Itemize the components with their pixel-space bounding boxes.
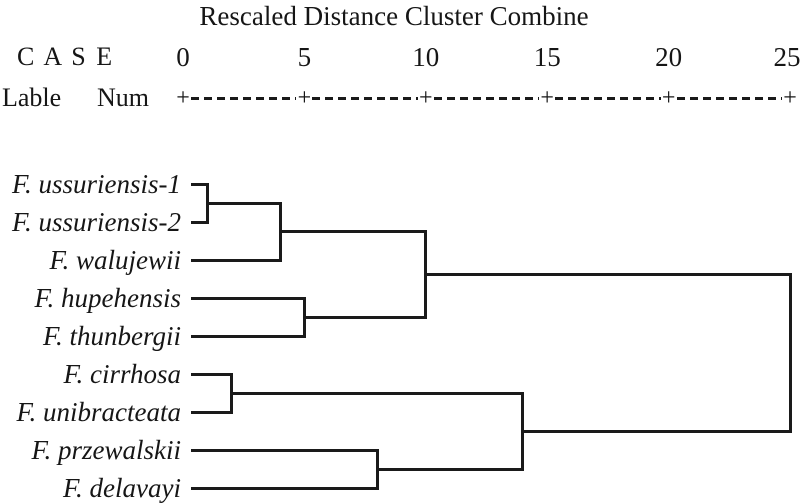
axis-tick-mark: + <box>297 85 312 111</box>
dendrogram-hline <box>191 258 282 262</box>
leaf-label: F. unibracteata <box>16 397 182 427</box>
dendrogram-hline <box>191 220 209 224</box>
axis-tick-mark: + <box>783 85 797 111</box>
chart-title: Rescaled Distance Cluster Combine <box>199 1 589 31</box>
dendrogram-hline <box>191 334 306 338</box>
leaf-label: F. przewalskii <box>31 435 181 465</box>
axis-tick-mark: + <box>540 85 554 111</box>
num-column-heading: Num <box>97 83 149 112</box>
case-heading: C A S E <box>17 42 115 71</box>
leaf-label: F. cirrhosa <box>63 359 181 389</box>
axis-tick-mark: + <box>661 85 676 111</box>
axis-tick-label: 25 <box>773 42 800 72</box>
dendrogram-hline <box>425 272 792 276</box>
axis-dash-segment <box>676 96 782 100</box>
leaf-label: F. hupehensis <box>34 283 182 313</box>
dendrogram-hline <box>191 448 379 452</box>
dendrogram-hline <box>191 486 379 490</box>
dendrogram-hline <box>191 296 306 300</box>
dendrogram-hline <box>191 182 209 186</box>
axis-dash-segment <box>312 96 418 100</box>
axis-dash-segment <box>433 96 540 100</box>
axis-dash-segment <box>191 96 297 100</box>
axis-tick-mark: + <box>419 85 433 111</box>
axis-tick-label: 15 <box>533 42 561 72</box>
dendrogram-hline <box>191 410 234 414</box>
dendrogram-vline <box>788 272 792 433</box>
dendrogram-hline <box>304 315 428 319</box>
axis-dash-segment <box>555 96 661 100</box>
label-column-heading: Lable <box>2 83 62 112</box>
dendrogram-hline <box>207 201 282 205</box>
dendrogram-hline <box>522 429 792 433</box>
leaf-label: F. walujewii <box>49 245 181 275</box>
axis-tick-mark: + <box>176 85 190 111</box>
leaf-label: F. ussuriensis-1 <box>11 169 181 199</box>
axis-tick-label: 0 <box>176 42 190 72</box>
leaf-label: F. delavayi <box>63 473 181 503</box>
leaf-label: F. thunbergii <box>42 321 181 351</box>
dendrogram-hline <box>377 467 525 471</box>
leaf-label: F. ussuriensis-2 <box>11 207 181 237</box>
dendrogram-hline <box>280 230 428 233</box>
axis-tick-label: 10 <box>412 42 440 72</box>
dendrogram-hline <box>231 391 525 395</box>
axis-tick-label: 5 <box>297 42 312 72</box>
axis-tick-label: 20 <box>655 42 683 72</box>
dendrogram-hline <box>191 372 234 376</box>
